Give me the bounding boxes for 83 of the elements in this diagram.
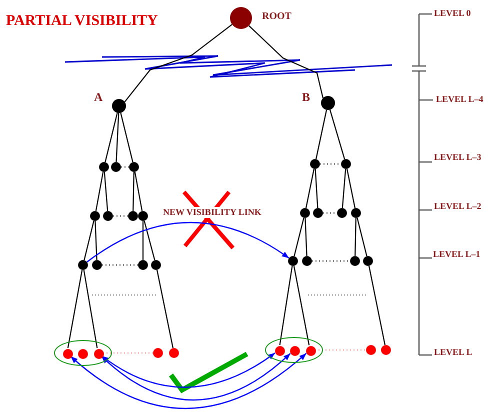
tree-edge xyxy=(84,220,94,260)
dotted-line xyxy=(102,264,138,266)
dotted-line xyxy=(320,163,341,165)
tree-node xyxy=(169,348,179,358)
edge-label: NEW VISIBILITY LINK xyxy=(162,207,262,218)
tree-edge xyxy=(304,218,308,256)
tree-node xyxy=(302,256,312,266)
tree-node xyxy=(99,162,109,172)
tree-node xyxy=(306,346,316,356)
curved-arrow xyxy=(102,352,276,388)
tree-node xyxy=(63,349,73,359)
tree-node xyxy=(381,345,391,355)
tree-edge xyxy=(94,220,98,260)
tree-edge xyxy=(279,266,293,346)
tree-edge xyxy=(342,168,346,208)
tree-node xyxy=(90,211,100,221)
tree-edge xyxy=(124,24,232,102)
tree-edge xyxy=(142,221,144,260)
level-label: LEVEL L–3 xyxy=(434,153,482,162)
dotted-line xyxy=(113,215,128,217)
tree-node xyxy=(337,208,347,218)
tree-edge xyxy=(305,168,315,208)
level-label: LEVEL 0 xyxy=(434,9,471,18)
tree-edge xyxy=(120,112,134,162)
tree-node xyxy=(138,211,148,221)
tree-edge xyxy=(116,112,120,162)
tree-edge xyxy=(104,112,118,162)
curved-arrow xyxy=(101,353,291,401)
tree-node xyxy=(151,260,161,270)
node-label: B xyxy=(302,91,310,103)
tree-node xyxy=(275,346,285,356)
tree-node xyxy=(103,211,113,221)
tree-node xyxy=(128,211,138,221)
tree-node xyxy=(313,208,323,218)
group-ellipse xyxy=(54,340,112,366)
title: PARTIAL VISIBILITY xyxy=(6,14,158,29)
tree-node xyxy=(111,162,121,172)
node-label: A xyxy=(94,91,103,103)
tree-node xyxy=(78,260,88,270)
tree-edge xyxy=(368,266,386,346)
tree-node xyxy=(129,162,139,172)
tree-node xyxy=(310,159,320,169)
tree-edge xyxy=(354,218,356,256)
curved-arrow xyxy=(86,222,290,262)
tree-node xyxy=(94,349,104,359)
tree-node xyxy=(153,348,163,358)
tree-node xyxy=(350,256,360,266)
level-label: LEVEL L–4 xyxy=(436,95,484,104)
dotted-line xyxy=(121,166,129,168)
tree-node xyxy=(290,346,300,356)
tree-edge xyxy=(104,172,108,212)
tree-edge xyxy=(156,270,174,348)
tree-node xyxy=(92,260,102,270)
tree-edge xyxy=(356,218,368,256)
group-ellipse xyxy=(265,337,323,363)
tree-edge xyxy=(316,110,328,160)
tree-node xyxy=(138,260,148,270)
tree-node xyxy=(300,208,310,218)
tree-node xyxy=(288,256,298,266)
tree-edge xyxy=(294,218,304,256)
tree-node xyxy=(78,349,88,359)
tree-edge xyxy=(314,168,318,208)
level-label: LEVEL L xyxy=(434,348,472,357)
tree-node xyxy=(351,208,361,218)
tree-node xyxy=(366,345,376,355)
tree-edge xyxy=(132,172,134,212)
level-label: LEVEL L–2 xyxy=(434,202,482,211)
tree-edge xyxy=(134,172,143,212)
tree-node xyxy=(363,256,373,266)
tree-edge xyxy=(67,270,83,348)
tree-edge xyxy=(144,220,156,260)
tree-node xyxy=(341,159,351,169)
dotted-line xyxy=(312,260,350,262)
level-label: LEVEL L–1 xyxy=(433,250,480,259)
tree-edge xyxy=(95,172,104,212)
tree-edge xyxy=(293,266,310,346)
tree-edge xyxy=(329,110,346,160)
node-label: ROOT xyxy=(262,12,292,22)
tree-edge xyxy=(248,25,324,98)
tree-edge xyxy=(346,168,356,208)
curved-arrow xyxy=(70,352,307,409)
dotted-line xyxy=(323,212,337,214)
tree-edge xyxy=(83,270,98,348)
